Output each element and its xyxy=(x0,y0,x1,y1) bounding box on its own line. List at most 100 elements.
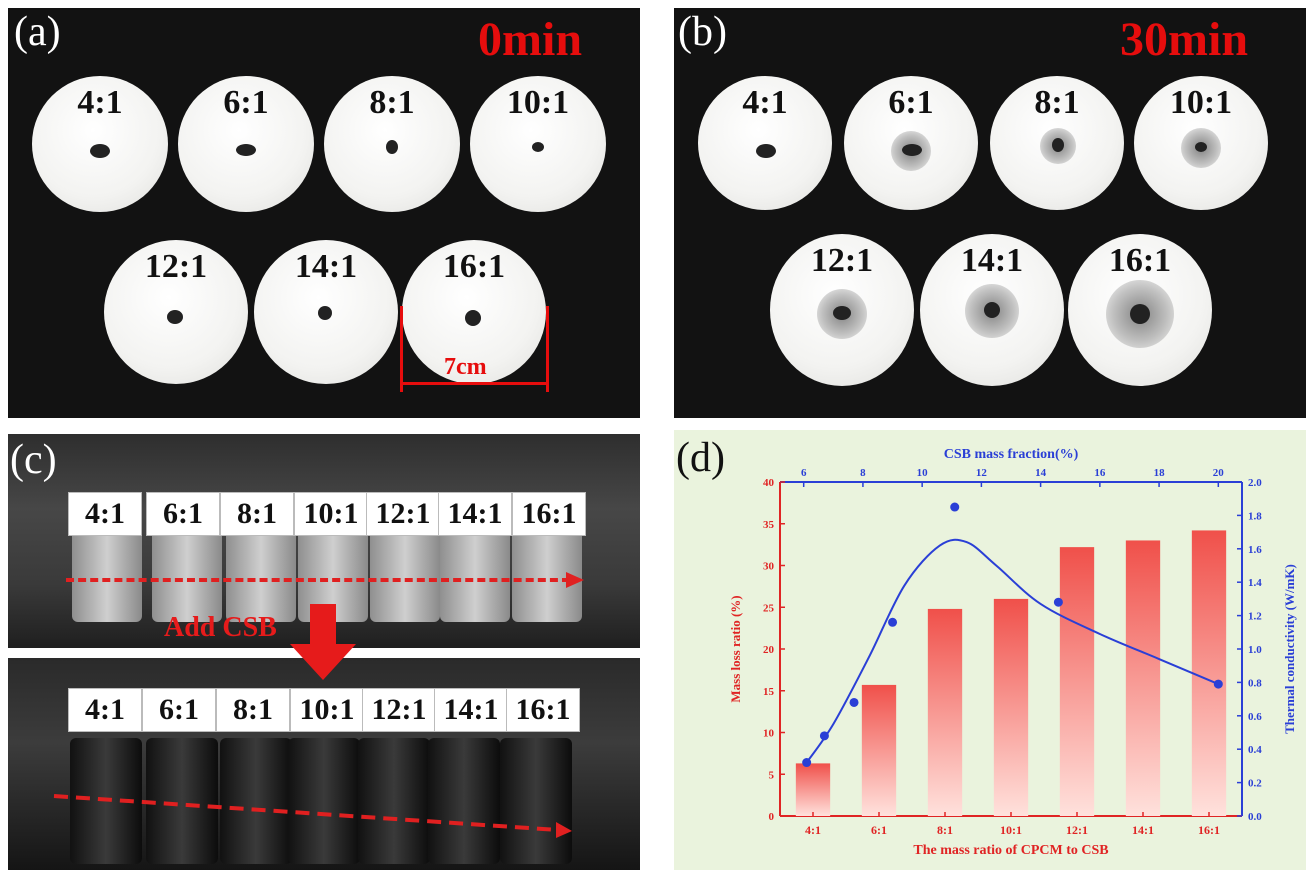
bar xyxy=(1191,530,1227,816)
filter-paper: 16:1 xyxy=(402,240,546,384)
filter-paper: 8:1 xyxy=(990,76,1124,210)
filter-paper: 12:1 xyxy=(770,234,914,386)
y2-tick-label: 0.8 xyxy=(1248,677,1262,689)
bar xyxy=(795,763,831,816)
x2-tick-label: 8 xyxy=(860,467,866,479)
sample-blob xyxy=(386,140,398,154)
vial-label: 12:1 xyxy=(362,688,436,732)
filter-paper: 4:1 xyxy=(32,76,168,212)
x2-tick-label: 18 xyxy=(1154,467,1166,479)
dark-vial xyxy=(220,738,292,864)
add-csb-label: Add CSB xyxy=(164,612,277,643)
y-tick-label: 25 xyxy=(763,602,775,614)
left-axis-title: Mass loss ratio (%) xyxy=(728,595,743,702)
sample-blob xyxy=(902,144,922,156)
thermal-conductivity-point xyxy=(1053,597,1063,607)
bar xyxy=(927,608,963,816)
x2-tick-label: 14 xyxy=(1035,467,1047,479)
thermal-conductivity-point xyxy=(849,697,859,707)
vial-label: 8:1 xyxy=(216,688,290,732)
scale-bar xyxy=(400,382,549,385)
bar xyxy=(861,684,897,816)
sample-blob xyxy=(90,144,110,158)
filter-paper: 6:1 xyxy=(844,76,978,210)
scale-label: 7cm xyxy=(444,354,487,380)
dark-vial xyxy=(500,738,572,864)
y2-tick-label: 0.2 xyxy=(1248,778,1262,790)
panel-a-photo: (a) 0min 4:1 6:1 8:1 10:1 12:1 14:1 16:1… xyxy=(8,8,640,418)
sample-blob xyxy=(984,302,1000,318)
ratio-label: 6:1 xyxy=(223,84,269,121)
y-tick-label: 40 xyxy=(763,477,775,489)
thermal-conductivity-curve xyxy=(805,538,1219,764)
vial-label: 4:1 xyxy=(68,492,142,536)
sample-blob xyxy=(756,144,776,158)
ratio-label: 8:1 xyxy=(369,84,415,121)
y-tick-label: 10 xyxy=(763,728,775,740)
y-tick-label: 0 xyxy=(769,811,775,823)
x2-tick-label: 6 xyxy=(801,467,807,479)
panel-d-letter: (d) xyxy=(676,435,725,481)
right-axis-title: Thermal conductivity (W/mK) xyxy=(1282,564,1297,734)
filter-paper: 4:1 xyxy=(698,76,832,210)
ratio-label: 8:1 xyxy=(1034,84,1080,121)
x2-tick-label: 20 xyxy=(1213,467,1225,479)
sample-blob xyxy=(1130,304,1150,324)
thermal-conductivity-point xyxy=(819,731,829,741)
ratio-label: 10:1 xyxy=(506,84,570,121)
sample-blob xyxy=(532,142,544,152)
x2-tick-label: 10 xyxy=(917,467,929,479)
y2-tick-label: 1.4 xyxy=(1248,577,1262,589)
x-tick-label: 6:1 xyxy=(871,823,887,837)
y-tick-label: 30 xyxy=(763,561,775,573)
arrow-head-icon xyxy=(566,572,584,588)
y2-tick-label: 0.4 xyxy=(1248,744,1262,756)
vial-label: 6:1 xyxy=(146,492,220,536)
dark-vial xyxy=(358,738,430,864)
sample-blob xyxy=(167,310,183,324)
panel-b-letter: (b) xyxy=(678,9,727,55)
panel-c-bottom-photo: 4:1 6:1 8:1 10:1 12:1 14:1 16:1 xyxy=(8,658,640,870)
dark-vial xyxy=(428,738,500,864)
panel-b-photo: (b) 30min 4:1 6:1 8:1 10:1 12:1 14:1 16:… xyxy=(674,8,1306,418)
filter-paper: 14:1 xyxy=(254,240,398,384)
sample-blob xyxy=(1195,142,1207,152)
x-tick-label: 8:1 xyxy=(937,823,953,837)
y2-tick-label: 1.6 xyxy=(1248,544,1262,556)
ratio-label: 12:1 xyxy=(810,242,874,279)
y-tick-label: 15 xyxy=(763,686,775,698)
bar xyxy=(1125,540,1161,816)
sample-blob xyxy=(833,306,851,320)
vial-label: 16:1 xyxy=(512,492,586,536)
scale-bar-right xyxy=(546,306,549,392)
vial-label: 10:1 xyxy=(294,492,368,536)
y-tick-label: 35 xyxy=(763,519,775,531)
panel-a-time: 0min xyxy=(478,13,583,66)
filter-paper: 14:1 xyxy=(920,234,1064,386)
ratio-label: 10:1 xyxy=(1169,84,1233,121)
x-tick-label: 12:1 xyxy=(1066,823,1088,837)
clear-vial xyxy=(152,530,222,622)
ratio-label: 16:1 xyxy=(442,248,506,285)
ratio-label: 14:1 xyxy=(960,242,1024,279)
ratio-label: 14:1 xyxy=(294,248,358,285)
sample-blob xyxy=(318,306,332,320)
bar xyxy=(1059,547,1095,816)
vial-label: 14:1 xyxy=(438,492,512,536)
filter-paper: 12:1 xyxy=(104,240,248,384)
x2-tick-label: 16 xyxy=(1094,467,1106,479)
vial-label: 12:1 xyxy=(366,492,440,536)
clear-vial xyxy=(440,530,510,622)
down-arrow-icon xyxy=(290,604,356,680)
x2-tick-label: 12 xyxy=(976,467,988,479)
x-tick-label: 14:1 xyxy=(1132,823,1154,837)
dark-vial xyxy=(288,738,360,864)
x-tick-label: 10:1 xyxy=(1000,823,1022,837)
y2-tick-label: 1.8 xyxy=(1248,510,1262,522)
thermal-conductivity-point xyxy=(950,502,960,512)
sample-blob xyxy=(236,144,256,156)
ratio-label: 16:1 xyxy=(1108,242,1172,279)
ratio-label: 6:1 xyxy=(888,84,934,121)
clear-vial xyxy=(226,530,296,622)
thermal-conductivity-point xyxy=(1213,679,1223,689)
